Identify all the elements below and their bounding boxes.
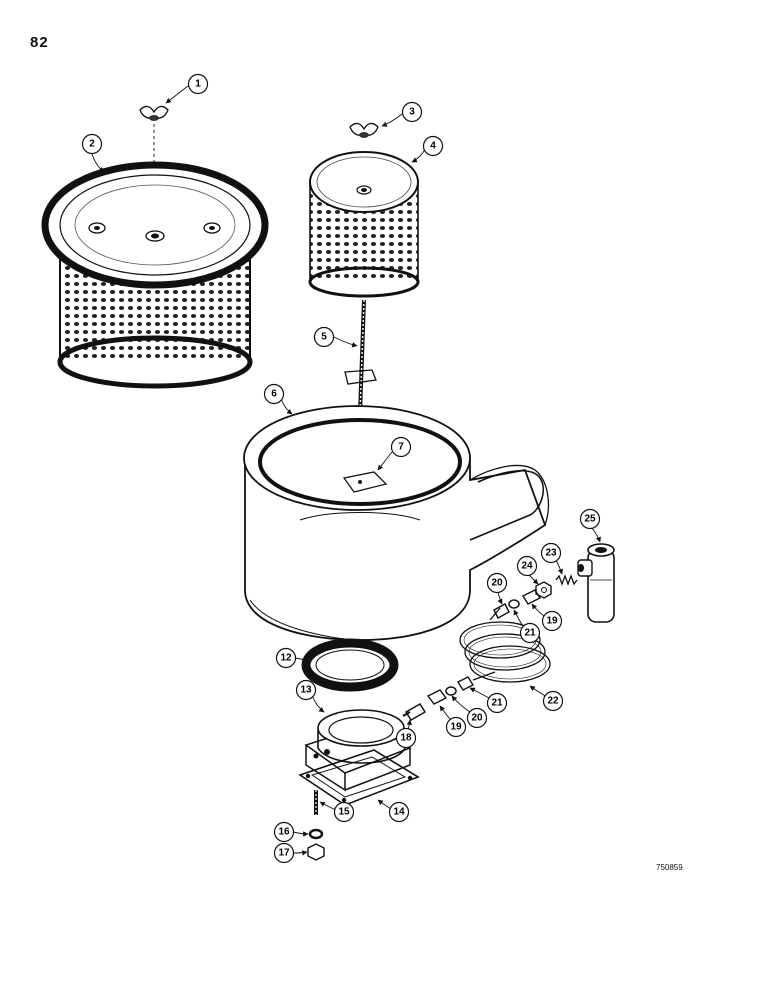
svg-text:3: 3 xyxy=(409,107,415,118)
callout-1: 1 xyxy=(187,73,209,95)
nut-24 xyxy=(535,581,552,599)
figure-code: 750859 xyxy=(656,863,683,872)
svg-text:20: 20 xyxy=(491,578,503,589)
svg-text:17: 17 xyxy=(278,848,290,859)
svg-text:25: 25 xyxy=(584,514,596,525)
callout-15: 15 xyxy=(333,801,355,823)
lower-fittings xyxy=(402,671,496,721)
svg-text:14: 14 xyxy=(393,807,405,818)
callout-20-lower: 20 xyxy=(466,707,488,729)
callout-14: 14 xyxy=(388,801,410,823)
adapter-13 xyxy=(304,709,412,792)
callout-3: 3 xyxy=(401,101,423,123)
lock-washer-16 xyxy=(308,828,324,840)
svg-text:6: 6 xyxy=(271,389,277,400)
inner-filter-element-4 xyxy=(308,151,420,298)
svg-text:22: 22 xyxy=(547,696,559,707)
upper-fittings xyxy=(493,589,542,619)
callout-2: 2 xyxy=(81,133,103,155)
callout-25: 25 xyxy=(579,508,601,530)
page-number: 82 xyxy=(30,34,49,51)
callout-24: 24 xyxy=(516,555,538,577)
callout-21-lower: 21 xyxy=(486,692,508,714)
svg-text:23: 23 xyxy=(545,548,557,559)
callout-4: 4 xyxy=(422,135,444,157)
callout-20-upper: 20 xyxy=(486,572,508,594)
svg-text:16: 16 xyxy=(278,827,290,838)
callout-19-lower: 19 xyxy=(445,716,467,738)
svg-text:21: 21 xyxy=(491,698,503,709)
svg-text:5: 5 xyxy=(321,332,327,343)
outer-filter-element-2 xyxy=(41,161,269,389)
svg-text:13: 13 xyxy=(300,685,312,696)
svg-text:7: 7 xyxy=(398,442,404,453)
svg-text:19: 19 xyxy=(546,616,558,627)
filter-housing-6 xyxy=(243,405,549,641)
svg-text:4: 4 xyxy=(430,141,436,152)
callout-23: 23 xyxy=(540,542,562,564)
flange-gasket-14 xyxy=(298,749,420,806)
callout-6: 6 xyxy=(263,383,285,405)
callout-18: 18 xyxy=(395,727,417,749)
svg-text:2: 2 xyxy=(89,139,95,150)
callout-5: 5 xyxy=(313,326,335,348)
tube-coil-22 xyxy=(459,607,551,683)
callout-7: 12 xyxy=(275,647,297,669)
svg-text:20: 20 xyxy=(471,713,483,724)
nut-17 xyxy=(307,843,325,861)
callout-12: 7 xyxy=(390,436,412,458)
svg-text:21: 21 xyxy=(524,628,536,639)
wing-nut-1 xyxy=(139,105,169,121)
callout-22: 22 xyxy=(542,690,564,712)
svg-text:19: 19 xyxy=(450,722,462,733)
callout-19-upper: 19 xyxy=(541,610,563,632)
svg-text:18: 18 xyxy=(400,733,412,744)
callout-17: 17 xyxy=(273,842,295,864)
callout-21-upper: 21 xyxy=(519,622,541,644)
wing-nut-3 xyxy=(349,122,379,138)
restriction-indicator-25 xyxy=(577,543,615,623)
svg-text:24: 24 xyxy=(521,561,533,572)
spring-23 xyxy=(555,574,578,586)
svg-text:15: 15 xyxy=(338,807,350,818)
callout-13: 13 xyxy=(295,679,317,701)
gasket-7 xyxy=(301,638,399,692)
svg-text:1: 1 xyxy=(195,79,201,90)
bracket-12 xyxy=(342,471,388,493)
callout-16: 16 xyxy=(273,821,295,843)
svg-text:12: 12 xyxy=(280,653,292,664)
